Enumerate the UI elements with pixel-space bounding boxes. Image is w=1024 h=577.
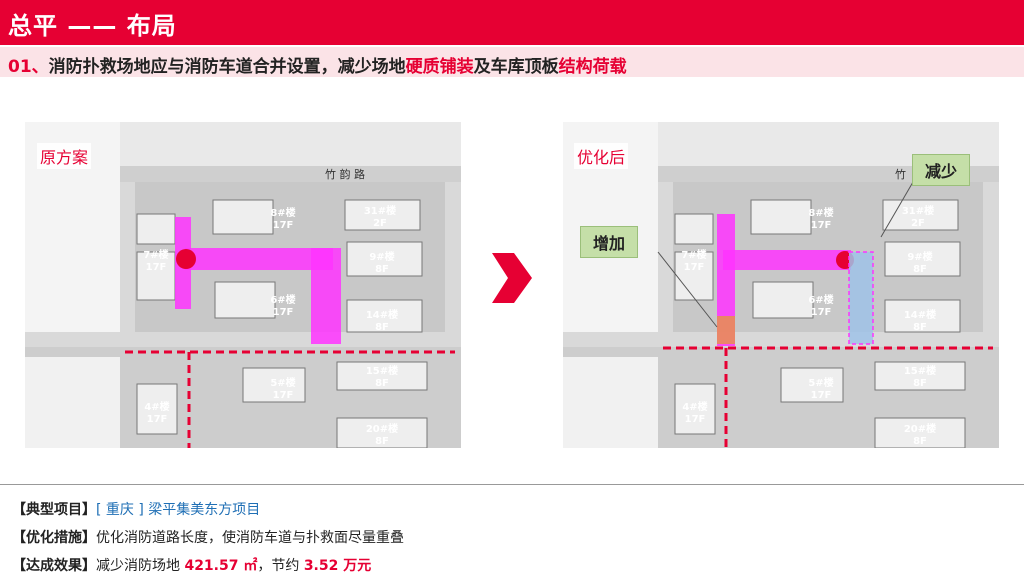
building-floors: 8F (375, 264, 389, 275)
original-plan-panel: 竹 韵 路 8#楼 17F (25, 122, 461, 448)
building-label: 8#楼 (270, 206, 295, 219)
building-label: 7#楼 (143, 248, 168, 261)
building-label: 31#楼 (364, 204, 396, 217)
building-label: 15#楼 (904, 364, 936, 377)
building-floors: 8F (913, 264, 927, 275)
building-floors: 17F (273, 390, 294, 401)
summary-line-project: 【典型项目】[ 重庆 ] 梁平集美东方项目 (12, 499, 260, 519)
building-floors: 17F (685, 414, 706, 425)
effect-area: 421.57 ㎡ (184, 558, 258, 574)
building-label: 5#楼 (270, 376, 295, 389)
building-label: 8#楼 (808, 206, 833, 219)
title-bar: 总平 —— 布局 (0, 0, 1024, 45)
subtitle-part2: 及车库顶板 (473, 57, 559, 77)
effect-pre: 减少消防场地 (96, 558, 180, 574)
building-floors: 8F (913, 378, 927, 389)
building-floors: 17F (146, 262, 167, 273)
subtitle: 01、消防扑救场地应与消防车道合并设置，减少场地硬质铺装及车库顶板结构荷载 (8, 52, 627, 77)
building-label: 5#楼 (808, 376, 833, 389)
effect-cost: 3.52 万元 (303, 558, 372, 574)
building-floors: 8F (913, 436, 927, 447)
page-title: 总平 —— 布局 (8, 12, 177, 40)
building-floors: 2F (373, 218, 387, 229)
project-value: [ 重庆 ] 梁平集美东方项目 (96, 502, 261, 518)
optimized-plan-label: 优化后 (574, 143, 629, 169)
measure-label: 【优化措施】 (12, 530, 96, 546)
road-label: 竹 (895, 167, 906, 181)
building-floors: 8F (375, 378, 389, 389)
subtitle-bar: 01、消防扑救场地应与消防车道合并设置，减少场地硬质铺装及车库顶板结构荷载 (0, 47, 1024, 77)
building-label: 6#楼 (270, 293, 295, 306)
building-floors: 8F (913, 322, 927, 333)
building-floors: 17F (811, 220, 832, 231)
building-label: 14#楼 (904, 308, 936, 321)
building-label: 4#楼 (682, 400, 707, 413)
building-label: 14#楼 (366, 308, 398, 321)
building-floors: 17F (811, 390, 832, 401)
increase-tag: 增加 (580, 226, 639, 258)
building-label: 31#楼 (902, 204, 934, 217)
building-floors: 17F (273, 307, 294, 318)
building-floors: 8F (375, 322, 389, 333)
building-label: 9#楼 (369, 250, 394, 263)
building-label: 15#楼 (366, 364, 398, 377)
building-floors: 17F (147, 414, 168, 425)
building-label: 9#楼 (907, 250, 932, 263)
building-floors: 8F (375, 436, 389, 447)
building-floors: 2F (911, 218, 925, 229)
subtitle-part1: 消防扑救场地应与消防车道合并设置，减少场地 (48, 57, 406, 77)
summary-footer: 【典型项目】[ 重庆 ] 梁平集美东方项目 【优化措施】优化消防道路长度，使消防… (0, 484, 1024, 577)
building-label: 20#楼 (366, 422, 398, 435)
building-label: 20#楼 (904, 422, 936, 435)
summary-line-effect: 【达成效果】减少消防场地 421.57 ㎡，节约 3.52 万元 (12, 555, 371, 575)
measure-value: 优化消防道路长度，使消防车道与扑救面尽量重叠 (96, 530, 404, 546)
arrow-right-icon (492, 253, 532, 303)
subtitle-highlight-1: 硬质铺装 (405, 57, 474, 77)
building-floors: 17F (273, 220, 294, 231)
building-floors: 17F (811, 307, 832, 318)
building-floors: 17F (684, 262, 705, 273)
road-label: 竹 韵 路 (325, 167, 365, 181)
building-label: 6#楼 (808, 293, 833, 306)
effect-mid: ，节约 (257, 558, 300, 574)
subtitle-number: 01、 (8, 57, 49, 77)
original-plan-label: 原方案 (37, 143, 92, 169)
summary-line-measure: 【优化措施】优化消防道路长度，使消防车道与扑救面尽量重叠 (12, 527, 404, 547)
project-label: 【典型项目】 (12, 502, 96, 518)
building-label: 4#楼 (144, 400, 169, 413)
decrease-tag: 减少 (912, 154, 971, 186)
subtitle-highlight-2: 结构荷载 (558, 57, 627, 77)
original-site-plan: 竹 韵 路 8#楼 17F (25, 122, 461, 448)
building-label: 7#楼 (681, 248, 706, 261)
effect-label: 【达成效果】 (12, 558, 96, 574)
